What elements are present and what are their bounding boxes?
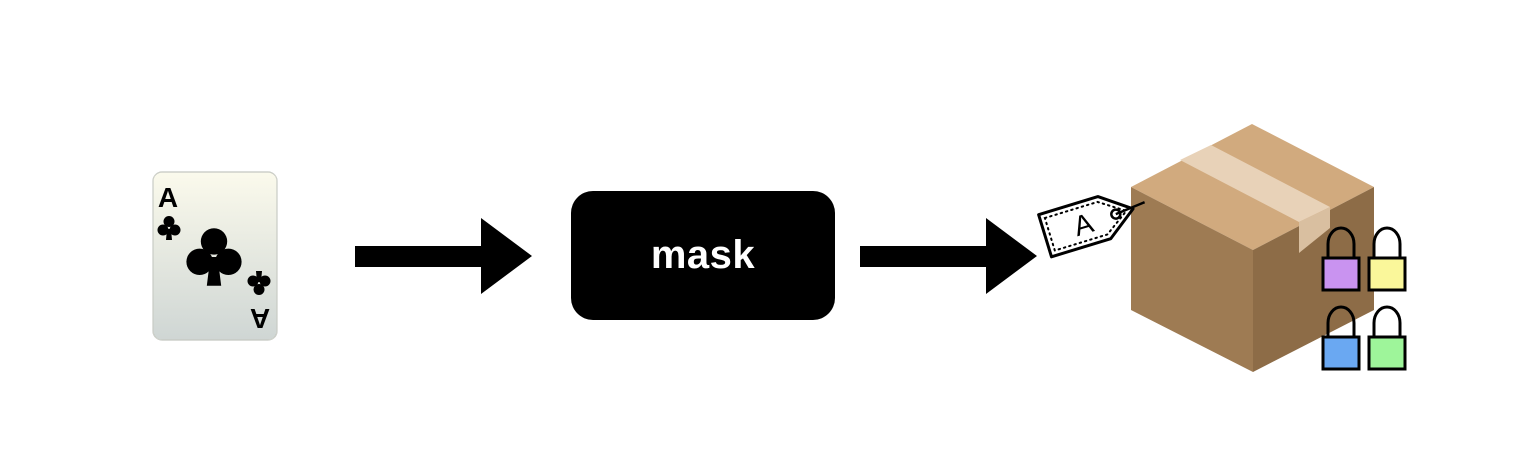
club-icon	[186, 228, 242, 286]
card-rank-bottom: A	[250, 303, 270, 334]
cardboard-box-icon	[1131, 124, 1374, 372]
club-icon	[247, 271, 271, 295]
lock-purple-icon	[1321, 226, 1361, 292]
card-graphic: A A	[152, 171, 278, 341]
mask-label: mask	[650, 233, 756, 277]
lock-blue-icon	[1321, 305, 1361, 371]
lock-green-icon	[1367, 305, 1407, 371]
ace-of-clubs-card: A A	[152, 171, 278, 341]
card-rank-top: A	[158, 182, 178, 213]
tag-icon: A	[1037, 195, 1146, 259]
locked-package: A	[1036, 118, 1416, 380]
club-icon	[157, 216, 181, 240]
lock-yellow-icon	[1367, 226, 1407, 292]
mask-process-box: mask	[571, 191, 835, 320]
arrow-right-icon	[860, 216, 1038, 296]
arrow-right-icon	[355, 216, 533, 296]
